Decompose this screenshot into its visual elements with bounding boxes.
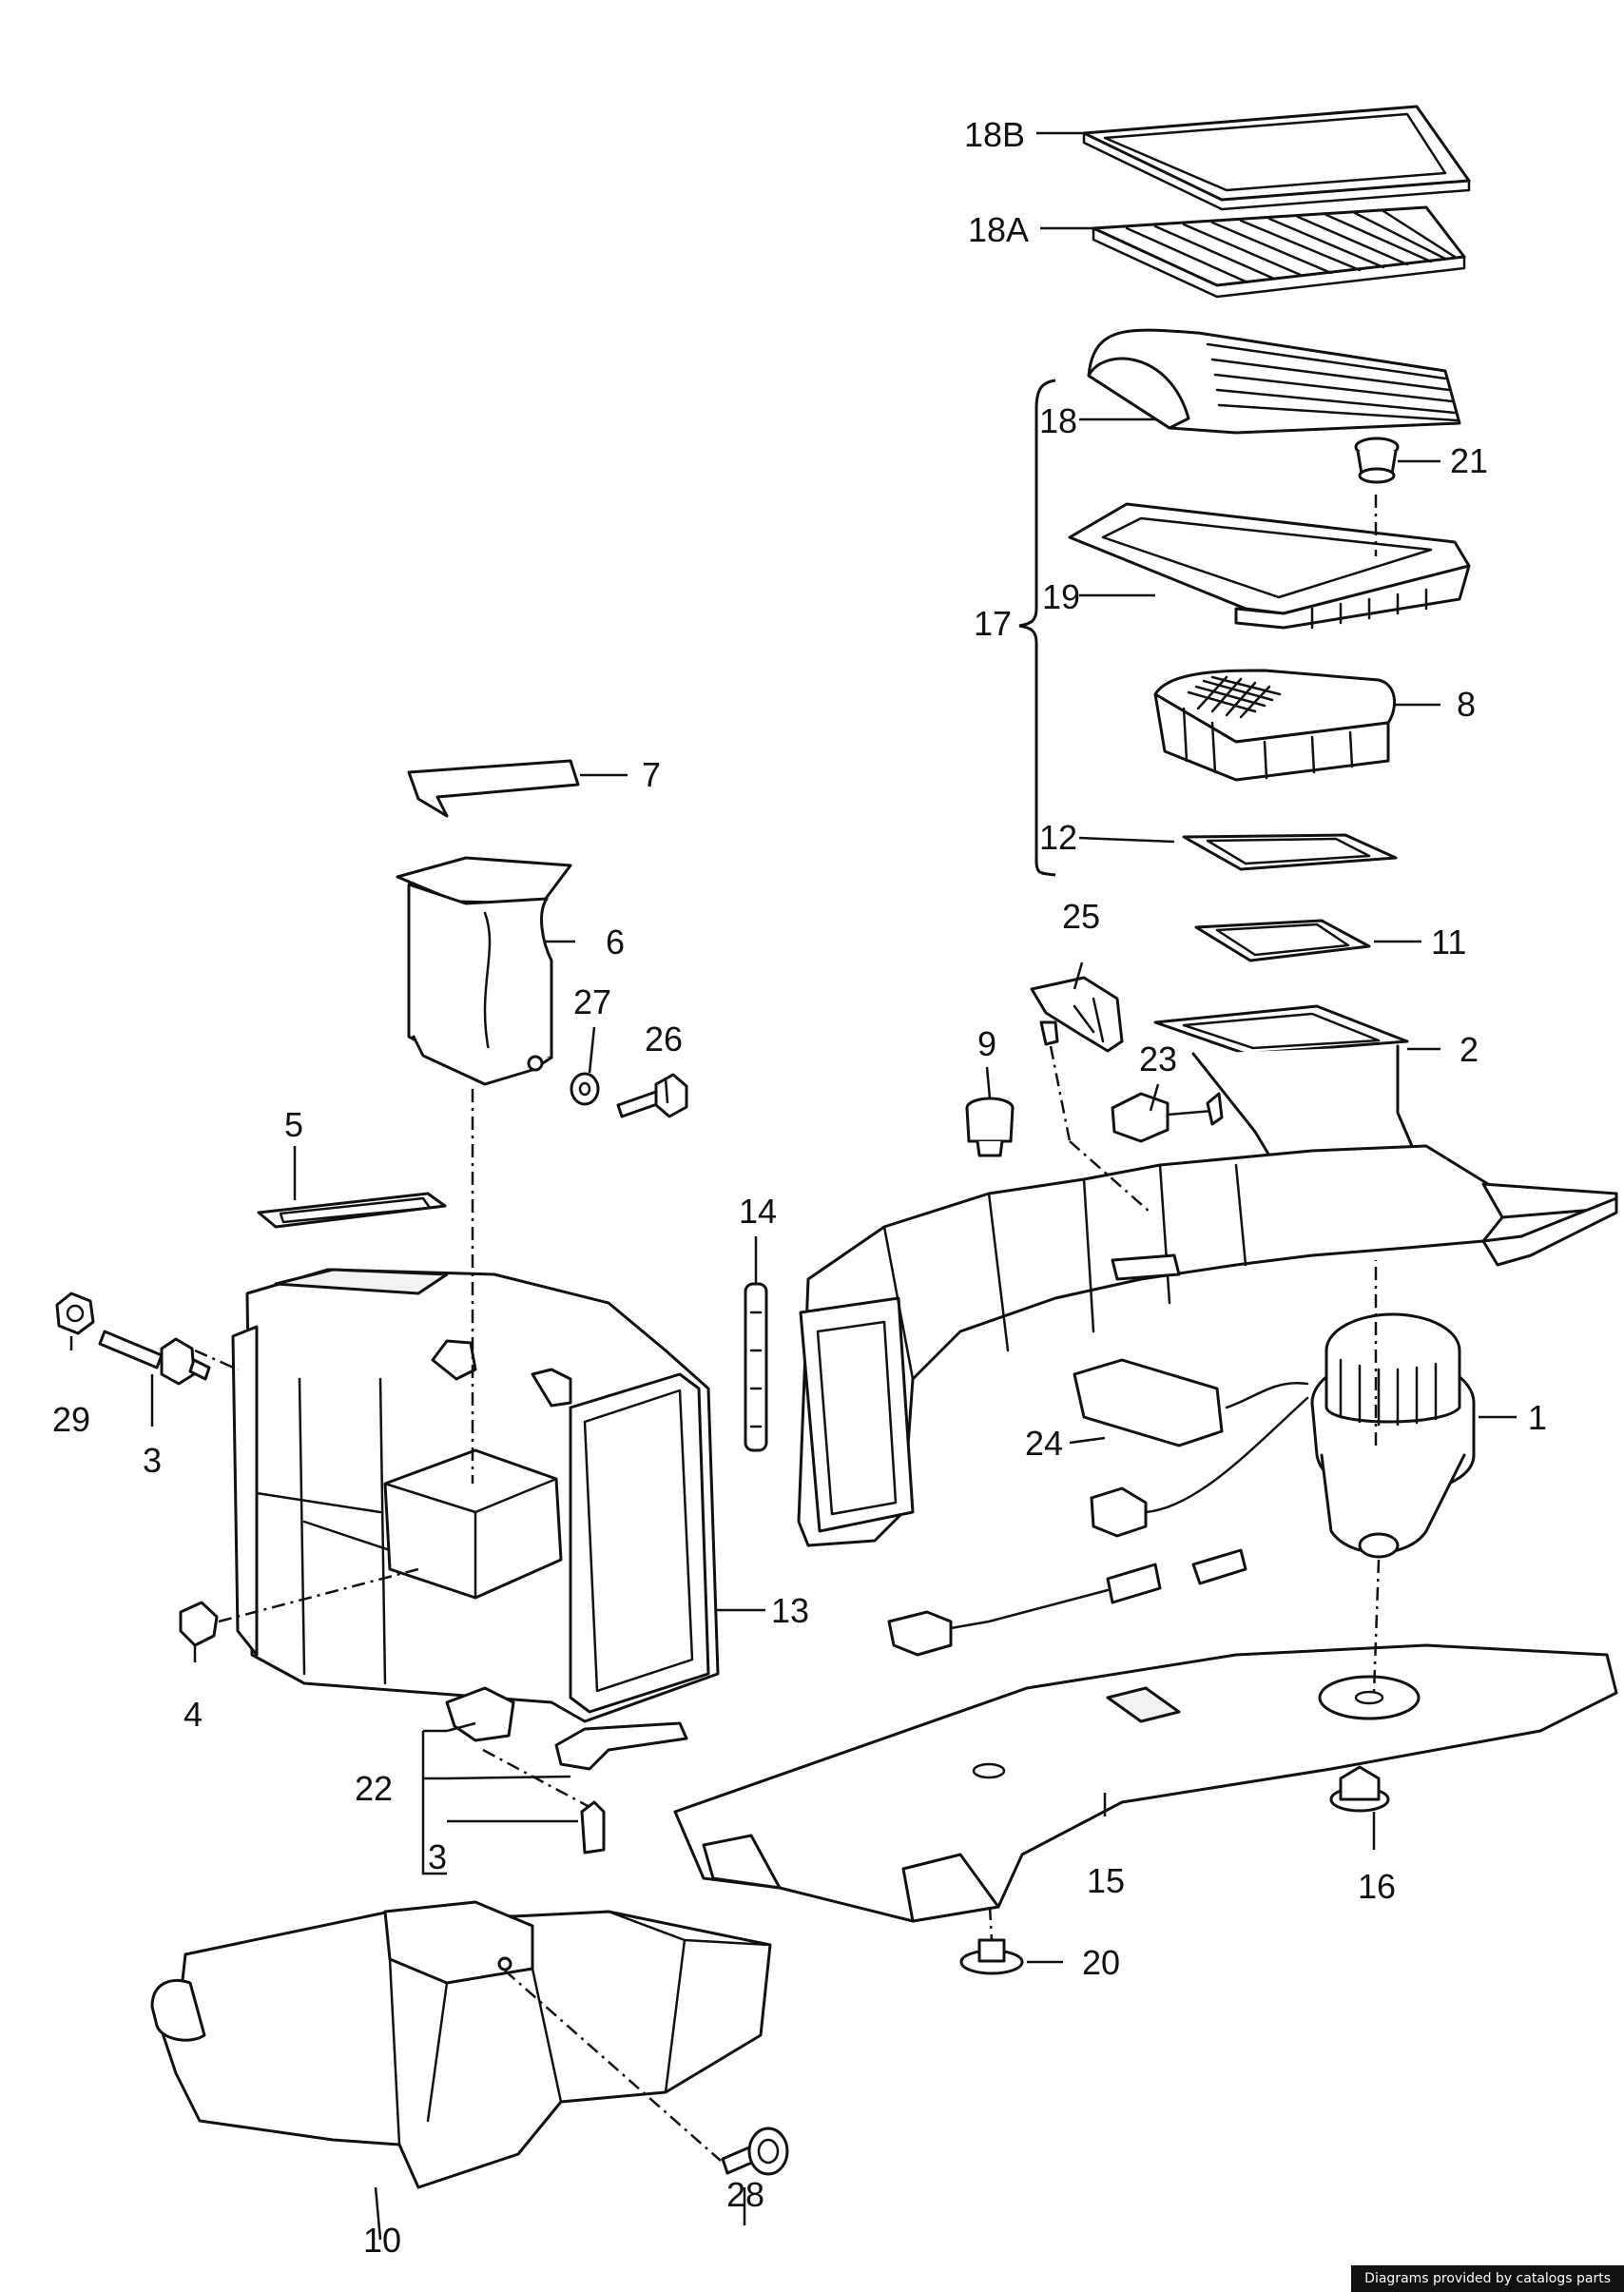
callout-26: 26	[645, 1020, 683, 1059]
part-18a-filter-element[interactable]	[1092, 205, 1466, 299]
callout-14: 14	[739, 1192, 777, 1231]
callout-25: 25	[1062, 897, 1100, 936]
callout-11: 11	[1431, 923, 1466, 961]
callout-23: 23	[1139, 1039, 1177, 1078]
callout-22: 22	[355, 1769, 393, 1808]
callout-8: 8	[1457, 685, 1476, 724]
part-18b-filter-frame[interactable]	[1082, 105, 1471, 211]
part-22-valve-set[interactable]	[445, 1686, 688, 1855]
callout-13: 13	[771, 1591, 809, 1630]
callout-4: 4	[184, 1695, 203, 1734]
callout-3-lower: 3	[428, 1837, 447, 1876]
group-17-brace	[1018, 379, 1056, 877]
blower-housing-duct[interactable]	[797, 1144, 1618, 1547]
part-23-servo-motor[interactable]	[1111, 1092, 1224, 1143]
callout-7: 7	[642, 755, 661, 794]
part-26-bolt[interactable]	[616, 1073, 688, 1118]
part-21-plug[interactable]	[1354, 437, 1400, 484]
part-24-resistor-harness[interactable]	[887, 1358, 1309, 1657]
callout-24: 24	[1025, 1424, 1063, 1463]
part-9-sensor[interactable]	[965, 1097, 1015, 1157]
part-7-seal-strip[interactable]	[407, 759, 580, 818]
part-18-cover[interactable]	[1087, 328, 1461, 435]
part-11-gasket[interactable]	[1194, 919, 1371, 962]
callout-10: 10	[363, 2221, 401, 2260]
part-20-clip[interactable]	[959, 1938, 1024, 1975]
callout-29: 29	[52, 1400, 90, 1439]
callout-16: 16	[1358, 1867, 1396, 1906]
callout-5: 5	[284, 1105, 303, 1144]
callout-19: 19	[1042, 577, 1080, 616]
callout-28: 28	[726, 2175, 764, 2214]
part-3-stud-bolt[interactable]	[98, 1330, 211, 1386]
leader-lines	[69, 131, 1517, 2241]
callout-21: 21	[1450, 441, 1488, 480]
part-4-clip[interactable]	[179, 1601, 219, 1647]
part-8-grille[interactable]	[1153, 669, 1397, 782]
credit-badge: Diagrams provided by catalogs parts	[1351, 2265, 1624, 2292]
callout-2: 2	[1460, 1030, 1479, 1069]
callout-6: 6	[606, 923, 625, 961]
part-15-air-guide[interactable]	[673, 1643, 1618, 1923]
callout-1: 1	[1528, 1398, 1547, 1437]
callout-3-upper: 3	[143, 1441, 162, 1480]
part-28-bolt[interactable]	[721, 2127, 789, 2176]
callout-18b: 18B	[964, 115, 1025, 154]
callout-17: 17	[974, 604, 1012, 643]
callout-27: 27	[573, 982, 611, 1021]
part-16-clip[interactable]	[1329, 1765, 1390, 1813]
part-5-gasket[interactable]	[257, 1192, 447, 1229]
part-6-air-duct[interactable]	[396, 856, 572, 1086]
assembly-axes	[194, 495, 1381, 2162]
callout-15: 15	[1087, 1861, 1125, 1900]
part-29-nut[interactable]	[55, 1292, 95, 1335]
callout-labels: 18B 18A 18 21 17 19 8 12 7 11 25 6 27 26…	[52, 115, 1547, 2260]
callout-18: 18	[1039, 401, 1077, 440]
callout-20: 20	[1082, 1943, 1120, 1982]
part-2-duct-inlet[interactable]	[1153, 1004, 1428, 1181]
part-14-foam-strip[interactable]	[744, 1282, 768, 1452]
callout-9: 9	[977, 1024, 996, 1063]
part-25-bracket[interactable]	[1030, 976, 1124, 1053]
part-12-gasket[interactable]	[1182, 833, 1398, 871]
part-10-lower-duct[interactable]	[150, 1900, 772, 2189]
part-13-heater-housing[interactable]	[231, 1268, 720, 1723]
part-27-washer[interactable]	[570, 1072, 600, 1106]
part-1-blower-motor[interactable]	[1310, 1312, 1476, 1559]
part-19-housing-tray[interactable]	[1068, 502, 1471, 630]
callout-12: 12	[1039, 818, 1077, 857]
callout-18a: 18A	[968, 210, 1029, 249]
